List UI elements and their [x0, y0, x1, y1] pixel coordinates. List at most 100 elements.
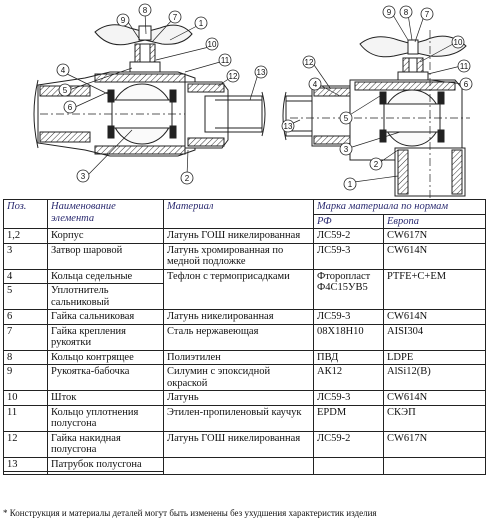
right-callouts: 9 8 7 10 11 6 12 4 5 13 3 2 1	[281, 5, 473, 191]
cell-name	[47, 471, 164, 475]
callout-right-6: 6	[464, 80, 469, 89]
cell-eu: PTFE+C+EM	[383, 268, 486, 310]
cell-pos: 12	[3, 430, 48, 458]
table-row: 3 Затвор шаровой Латунь хромированная по…	[3, 242, 486, 270]
cell-name: Уплотнитель сальниковый	[47, 283, 164, 310]
callout-left-8: 8	[143, 6, 148, 15]
cell-name: Гайка крепления рукоятки	[47, 323, 164, 351]
callout-left-13: 13	[257, 68, 266, 77]
callout-left-5: 5	[63, 86, 68, 95]
callout-right-9: 9	[387, 8, 392, 17]
cell-material: Латунь никелированная	[163, 309, 314, 325]
cell-pos	[3, 471, 48, 475]
cell-pos: 9	[3, 364, 48, 391]
header-rf: РФ	[313, 213, 384, 229]
cell-pos: 10	[3, 390, 48, 406]
cell-rf: Фторопласт Ф4С15УВ5	[313, 268, 384, 310]
cell-material: Этилен-пропиленовый каучук	[163, 404, 314, 432]
header-grade: Марка материала по нормам	[313, 199, 486, 215]
cell-pos: 3	[3, 242, 48, 270]
cell-material: Сталь нержавеющая	[163, 323, 314, 351]
header-name: Наименование элемента	[47, 199, 164, 229]
table-header-row: Поз. Наименование элемента Материал Марк…	[3, 199, 486, 229]
cell-name: Патрубок полусгона	[47, 456, 164, 472]
table-row: 13 Патрубок полусгона	[3, 456, 486, 475]
callout-left-10: 10	[208, 40, 217, 49]
callout-left-4: 4	[61, 66, 66, 75]
cell-material: Латунь ГОШ никелированная	[163, 228, 314, 244]
cell-rf: ЛС59-3	[313, 242, 384, 270]
table-row: 4 Кольца седельные Тефлон с термоприсадк…	[3, 268, 486, 310]
cell-rf: ЛС59-3	[313, 309, 384, 325]
callout-left-2: 2	[185, 174, 190, 183]
header-material: Материал	[163, 199, 314, 229]
cell-rf: 08Х18Н10	[313, 323, 384, 351]
cell-eu: CW617N	[383, 430, 486, 458]
cell-pos: 7	[3, 323, 48, 351]
callout-right-2: 2	[374, 160, 379, 169]
cell-material: Латунь	[163, 390, 314, 406]
cell-rf	[313, 456, 384, 475]
materials-table: Поз. Наименование элемента Материал Марк…	[3, 199, 486, 475]
cell-name: Гайка сальниковая	[47, 309, 164, 325]
callout-right-1: 1	[348, 180, 353, 189]
callout-right-10: 10	[454, 38, 463, 47]
footnote: * Конструкция и материалы деталей могут …	[3, 508, 377, 518]
callout-left-6: 6	[68, 103, 73, 112]
cell-pos: 1,2	[3, 228, 48, 244]
callout-right-4: 4	[313, 80, 318, 89]
table-row: 1,2 Корпус Латунь ГОШ никелированная ЛС5…	[3, 228, 486, 244]
callout-left-9: 9	[121, 16, 126, 25]
table-row	[3, 471, 486, 475]
cell-rf: ЛС59-3	[313, 390, 384, 406]
cell-name: Шток	[47, 390, 164, 406]
table-row: 7 Гайка крепления рукоятки Сталь нержаве…	[3, 323, 486, 351]
callout-left-7: 7	[173, 13, 178, 22]
cell-eu: AlSi12(B)	[383, 364, 486, 391]
cell-pos: 6	[3, 309, 48, 325]
callout-left-1: 1	[199, 19, 204, 28]
cell-eu: СКЭП	[383, 404, 486, 432]
callout-right-5: 5	[344, 114, 349, 123]
callout-right-7: 7	[425, 10, 430, 19]
cell-name: Кольцо уплотнения полусгона	[47, 404, 164, 432]
callout-right-11: 11	[460, 62, 469, 71]
cell-rf: ЛС59-2	[313, 228, 384, 244]
cell-pos: 5	[3, 283, 48, 310]
table-subheader-row: РФ Европа	[4, 213, 486, 229]
cell-rf: ЛС59-2	[313, 430, 384, 458]
cell-material: Латунь ГОШ никелированная	[163, 430, 314, 458]
cell-pos: 13	[3, 456, 48, 472]
cell-name: Кольцо контрящее	[47, 349, 164, 365]
cell-name: Кольца седельные	[47, 268, 164, 284]
cell-material: Силумин с эпоксидной окраской	[163, 364, 314, 391]
table-row: 9 Рукоятка-бабочка Силумин с эпоксидной …	[3, 364, 486, 391]
callout-left-12: 12	[229, 72, 238, 81]
table-row: 10 Шток Латунь ЛС59-3 CW614N	[3, 390, 486, 406]
cell-eu: CW614N	[383, 309, 486, 325]
straight-valve-drawing	[33, 24, 266, 157]
callout-right-13: 13	[284, 122, 293, 131]
callout-right-8: 8	[404, 8, 409, 17]
callout-left-3: 3	[81, 172, 86, 181]
cell-name: Рукоятка-бабочка	[47, 364, 164, 391]
cell-material: Тефлон с термоприсадками	[163, 268, 314, 310]
callout-right-3: 3	[344, 145, 349, 154]
left-callouts: 9 8 7 1 10 11 12 13 4 5 6 3 2	[56, 3, 268, 185]
cell-rf: EPDM	[313, 404, 384, 432]
cell-eu: CW614N	[383, 390, 486, 406]
cell-pos: 11	[3, 404, 48, 432]
cell-eu: LDPE	[383, 349, 486, 365]
table-row: 5 Уплотнитель сальниковый	[3, 283, 486, 310]
table-row: 11 Кольцо уплотнения полусгона Этилен-пр…	[3, 404, 486, 432]
cell-eu	[383, 456, 486, 475]
cell-name: Затвор шаровой	[47, 242, 164, 270]
table-row: 12 Гайка накидная полусгона Латунь ГОШ н…	[3, 430, 486, 458]
table-row: 8 Кольцо контрящее Полиэтилен ПВД LDPE	[3, 349, 486, 365]
cell-name: Корпус	[47, 228, 164, 244]
cell-rf: АК12	[313, 364, 384, 391]
header-pos: Поз.	[3, 199, 48, 229]
cell-eu: AISI304	[383, 323, 486, 351]
cell-pos: 4	[3, 268, 48, 284]
cell-material: Латунь хромированная по медной подложке	[163, 242, 314, 270]
